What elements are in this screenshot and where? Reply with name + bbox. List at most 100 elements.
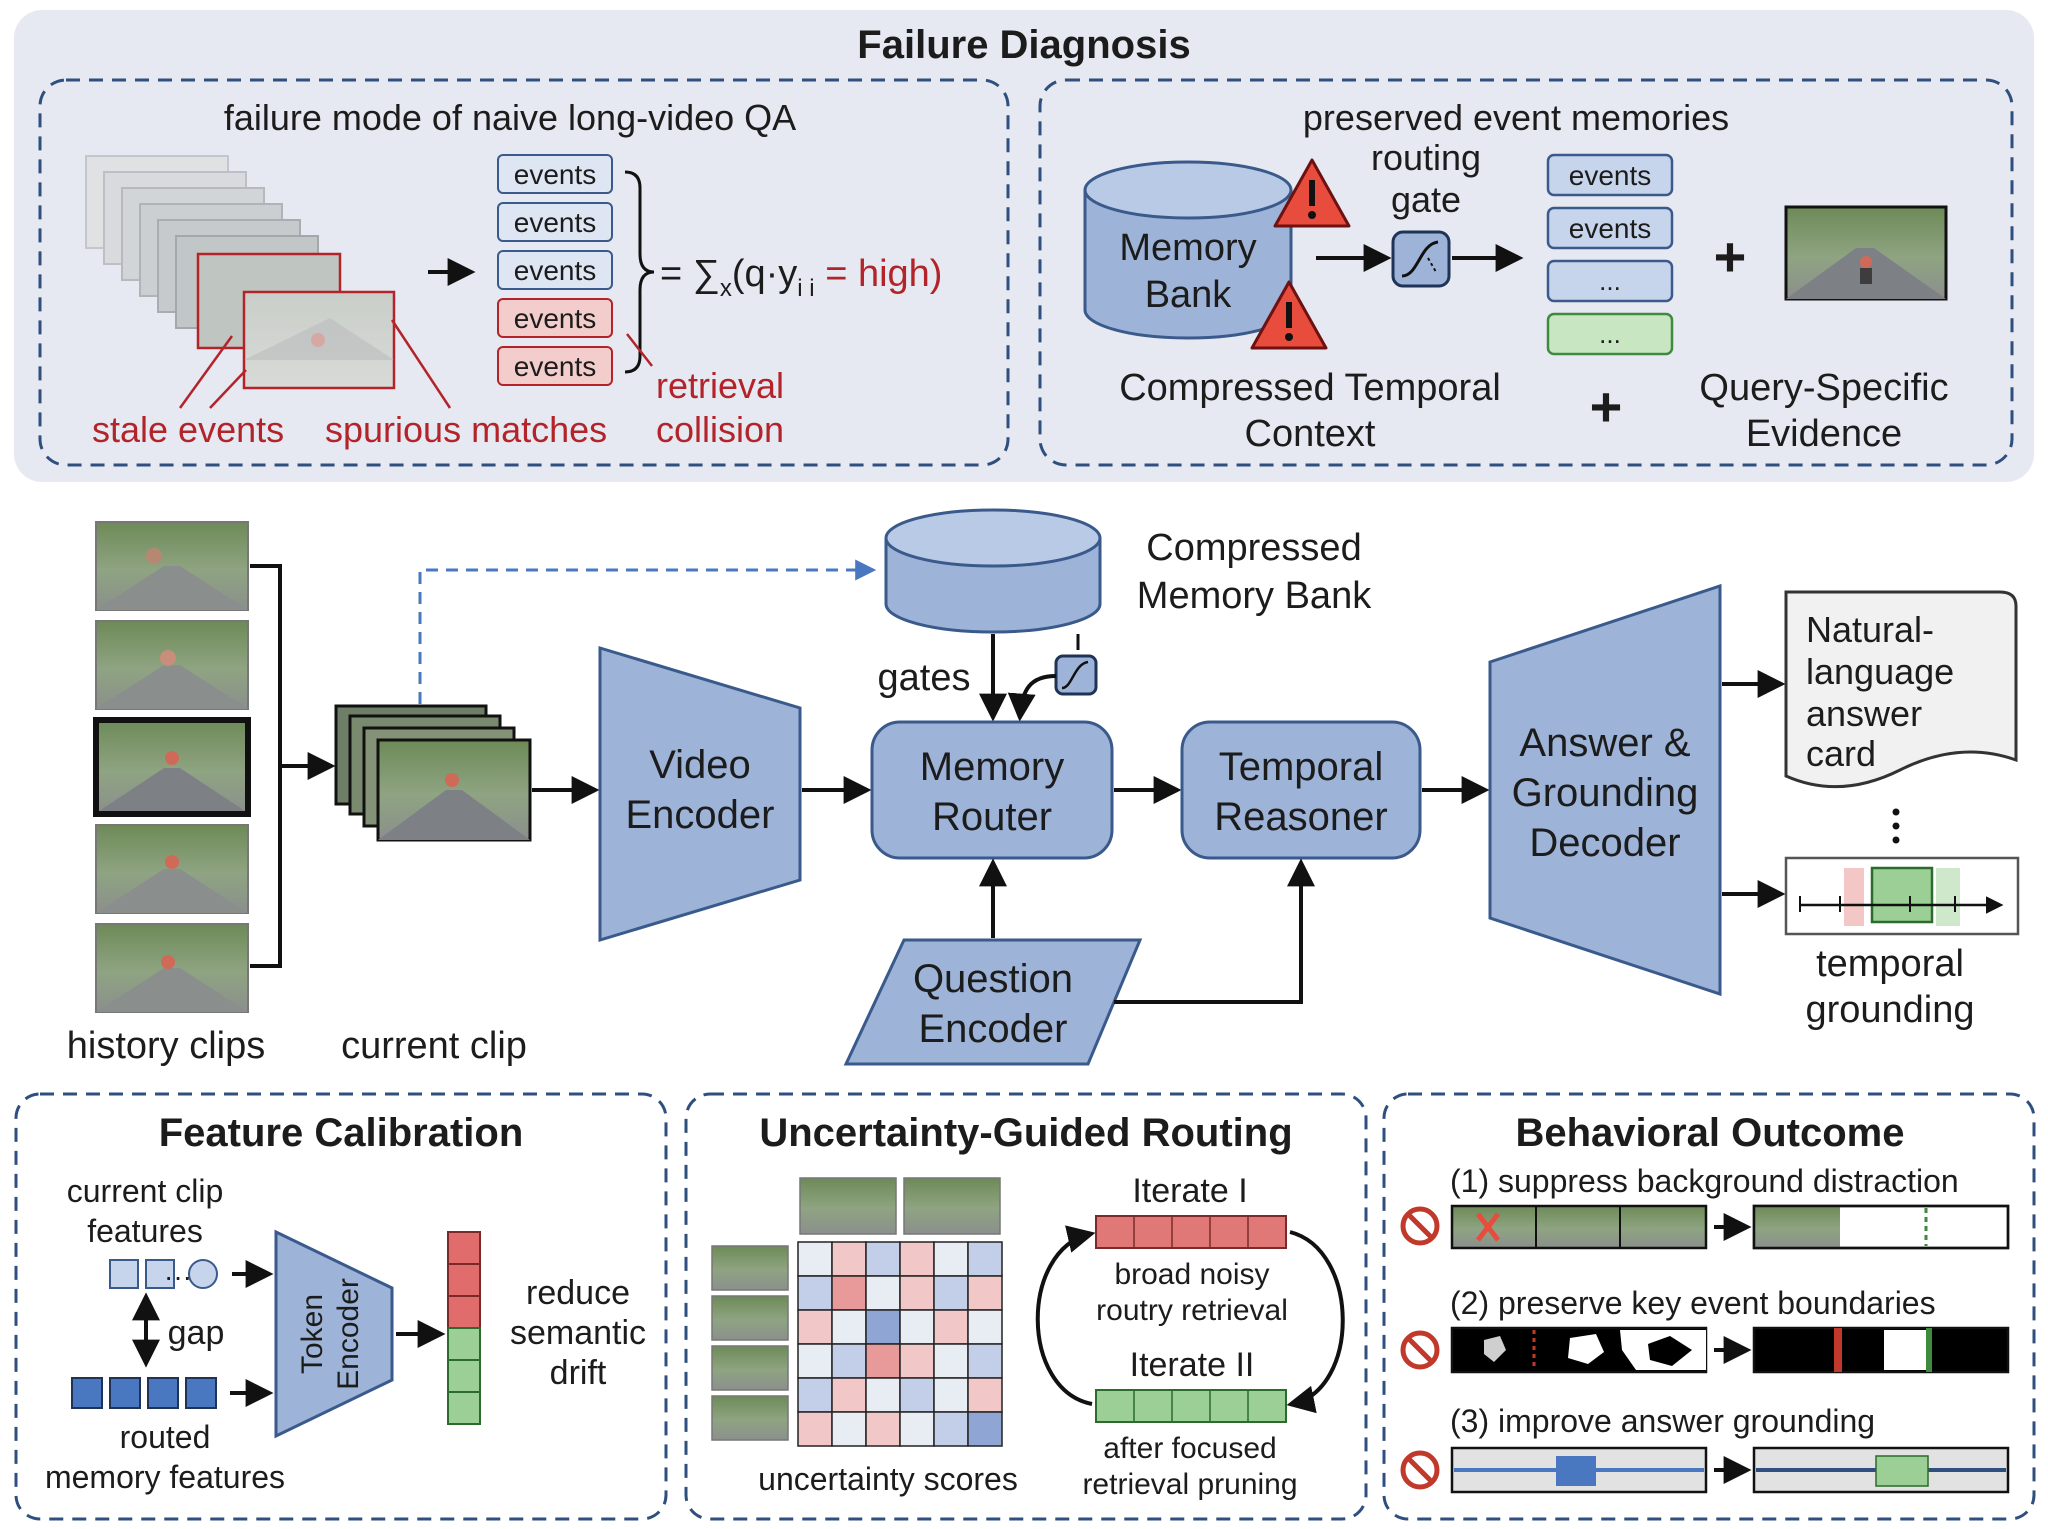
heatmap-cell xyxy=(967,1309,1003,1345)
event-chip-blank xyxy=(1546,259,1674,303)
event-chip-label: events xyxy=(514,207,597,238)
gates-label: gates xyxy=(878,657,971,699)
uncertainty-heatmap xyxy=(797,1241,1003,1447)
events-list-left: events events events events events xyxy=(497,154,613,386)
event-chip-label: events xyxy=(514,351,597,382)
question-encoder-block xyxy=(843,938,1143,1066)
routed-memory-tokens xyxy=(71,1377,217,1409)
outcome-2-before-strip xyxy=(1450,1326,1708,1374)
event-chip-label: events xyxy=(514,159,597,190)
routed-label: routed xyxy=(120,1419,211,1455)
decoder-label-1: Answer & xyxy=(1519,721,1690,765)
arrow-question-to-reasoner xyxy=(1114,858,1315,1004)
iterate-2-label: Iterate II xyxy=(1130,1346,1255,1384)
outcome-3-before-strip xyxy=(1450,1446,1708,1494)
iterate-1-bar xyxy=(1095,1215,1287,1249)
memory-bank-label-2: Bank xyxy=(1145,274,1233,316)
preserved-memories-subpanel xyxy=(1038,78,2014,467)
heatmap-cell xyxy=(797,1411,833,1447)
heatmap-cell xyxy=(831,1241,867,1277)
question-encoder-label-1: Question xyxy=(913,957,1073,1001)
stale-pointer-line xyxy=(178,335,234,409)
answer-card-document xyxy=(1784,590,2018,789)
retrieval-pruning-label: retrieval pruning xyxy=(1082,1468,1297,1501)
memory-bank-label: Memory Bank xyxy=(1137,575,1372,617)
video-encoder-block xyxy=(598,645,802,943)
plus-sign: + xyxy=(1714,225,1747,288)
formula-subscript-x: x xyxy=(720,275,732,302)
heatmap-cell xyxy=(933,1241,969,1277)
current-clip-features-label-1: current clip xyxy=(67,1173,224,1209)
gate-icon xyxy=(1054,654,1098,696)
heatmap-cell xyxy=(865,1343,901,1379)
heatmap-cell xyxy=(899,1309,935,1345)
collision-label: collision xyxy=(656,409,784,450)
heatmap-cell xyxy=(967,1343,1003,1379)
heatmap-cell xyxy=(933,1275,969,1311)
event-chip-ellipsis: ... xyxy=(1599,266,1621,296)
feature-dots: ··· xyxy=(164,1261,192,1292)
answer-card-line-3: answer xyxy=(1806,693,1922,734)
outcome-item-1-label: (1) suppress background distraction xyxy=(1450,1163,1959,1199)
routry-retrieval-label: routry retrieval xyxy=(1096,1294,1288,1327)
event-chip-conflict xyxy=(497,346,613,386)
query-specific-label: Query-Specific xyxy=(1699,367,1948,409)
loop-arrow-left xyxy=(1035,1225,1096,1406)
gate-label: gate xyxy=(1391,179,1461,220)
heatmap-cell xyxy=(797,1343,833,1379)
current-feature-tokens xyxy=(109,1259,218,1289)
behavioral-outcome-title: Behavioral Outcome xyxy=(1515,1111,1904,1155)
heatmap-cell xyxy=(831,1411,867,1447)
event-chip-label: events xyxy=(514,255,597,286)
routing-label: routing xyxy=(1371,137,1481,178)
heatmap-cell xyxy=(865,1309,901,1345)
event-chip xyxy=(497,250,613,290)
event-chip-label: events xyxy=(1569,213,1652,244)
calibrated-feature-bar xyxy=(447,1231,481,1425)
token-encoder-block xyxy=(274,1229,394,1439)
compressed-label: Compressed xyxy=(1146,527,1361,569)
heatmap-cell xyxy=(933,1309,969,1345)
heatmap-cell xyxy=(865,1275,901,1311)
heatmap-cell xyxy=(933,1411,969,1447)
history-clips xyxy=(93,521,251,1013)
temporal-reasoner-block xyxy=(1180,720,1422,860)
formula-sum: = ∑ xyxy=(660,253,720,295)
token-encoder-label-2: Encoder xyxy=(332,1278,365,1390)
uncertainty-scores-label: uncertainty scores xyxy=(758,1461,1018,1497)
compressed-temporal-label: Compressed Temporal xyxy=(1119,367,1501,409)
heatmap-cell xyxy=(865,1241,901,1277)
heatmap-cell xyxy=(797,1309,833,1345)
arrow-gate-to-router xyxy=(1007,674,1057,722)
events-brace xyxy=(624,170,655,374)
dashed-arrow-to-memory-bank xyxy=(418,559,877,704)
heatmap-cell xyxy=(899,1411,935,1447)
stale-pointer-line-2 xyxy=(209,369,247,409)
heatmap-cell xyxy=(831,1275,867,1311)
outcome-2-after-strip xyxy=(1752,1326,2010,1374)
failure-diagnosis-title: Failure Diagnosis xyxy=(857,23,1190,67)
formula-term: (q·y xyxy=(732,253,797,295)
reduce-label: reduce xyxy=(526,1274,630,1312)
heatmap-cell xyxy=(797,1275,833,1311)
prohibited-icon xyxy=(1400,1330,1440,1370)
spurious-pointer-line xyxy=(390,319,452,409)
outcome-item-2-label: (2) preserve key event boundaries xyxy=(1450,1285,1936,1321)
stale-frame-stack xyxy=(85,155,396,390)
outcome-1-before-strip xyxy=(1450,1204,1708,1250)
decoder-label-2: Grounding xyxy=(1512,771,1699,815)
routing-gate-icon xyxy=(1391,230,1451,288)
answer-card-line-1: Natural- xyxy=(1806,609,1934,650)
memory-features-label: memory features xyxy=(45,1459,285,1495)
answer-grounding-decoder-block xyxy=(1488,583,1722,997)
heatmap-cell xyxy=(967,1275,1003,1311)
video-encoder-label-2: Encoder xyxy=(626,793,775,837)
memory-router-label-1: Memory xyxy=(920,745,1064,789)
memory-bank-cylinder xyxy=(1083,160,1293,340)
heatmap-cell xyxy=(831,1343,867,1379)
event-chip xyxy=(1546,206,1674,250)
side-thumbnails xyxy=(711,1245,789,1441)
top-thumbnails xyxy=(799,1177,1001,1235)
